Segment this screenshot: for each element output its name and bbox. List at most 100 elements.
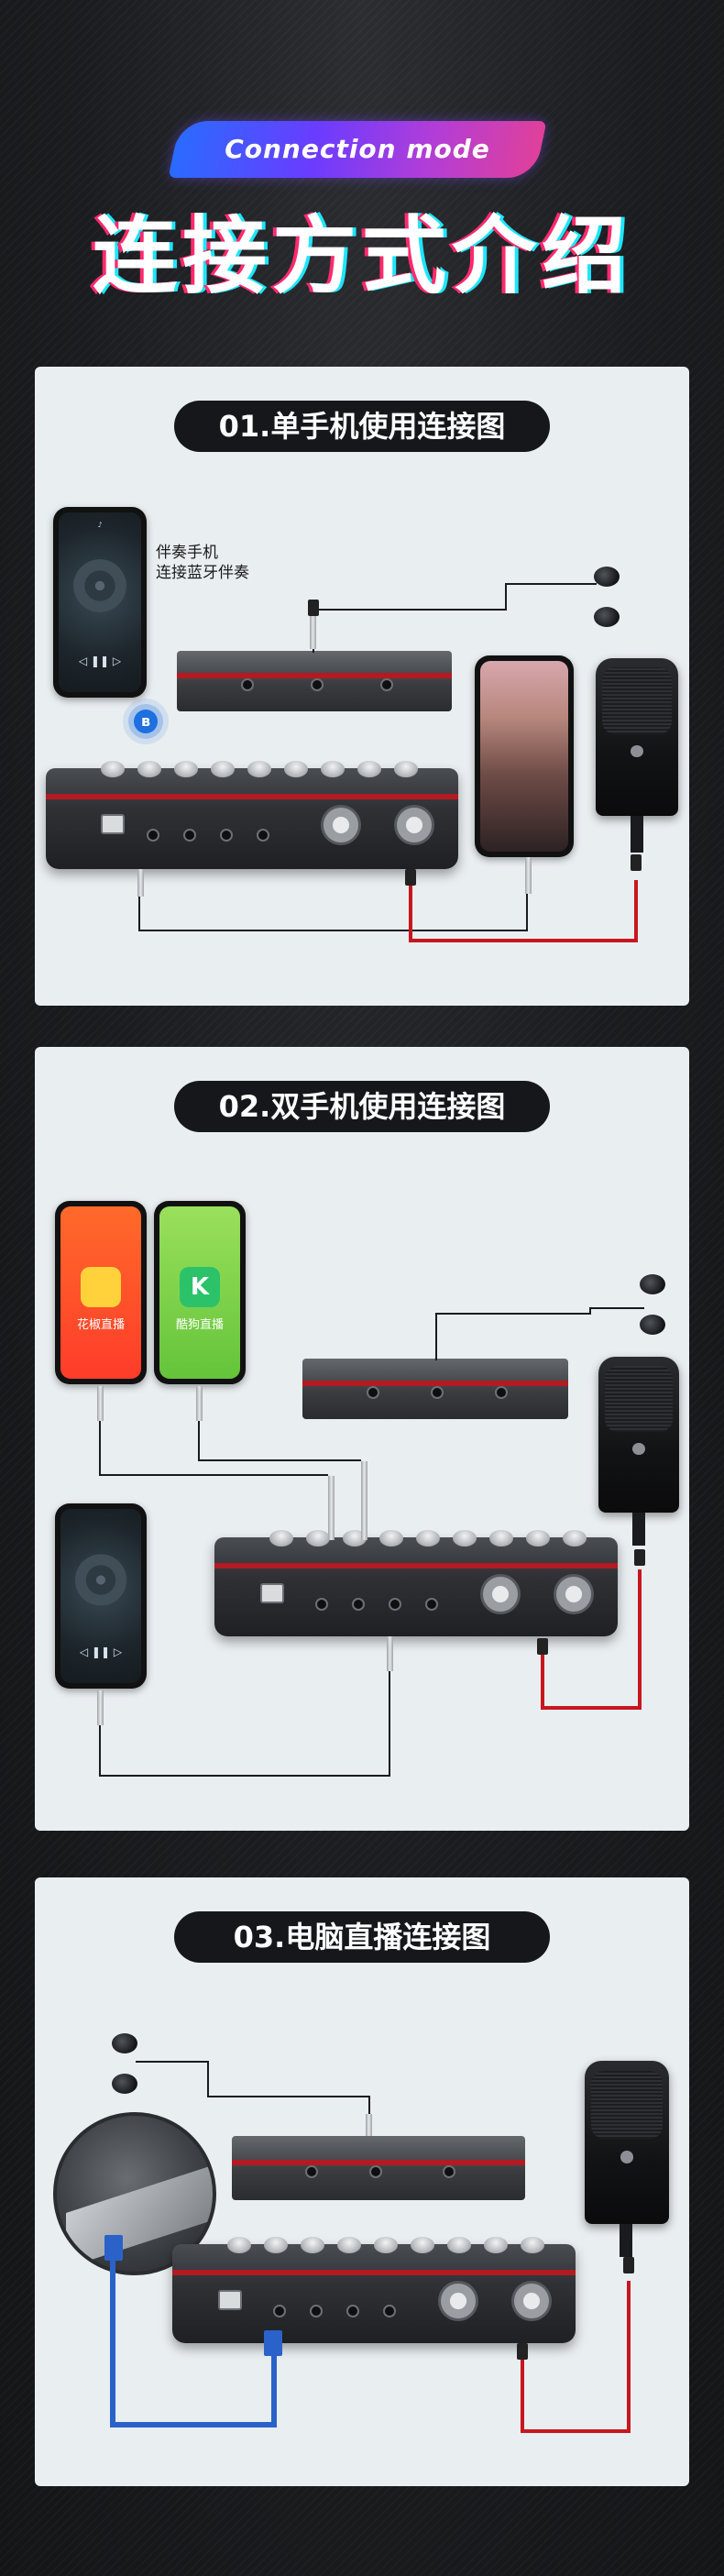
mixer-knob: [306, 1530, 330, 1547]
mic-cable: [521, 2360, 524, 2433]
mixer-red-stripe: [214, 1563, 618, 1569]
mixer-front-panel: [232, 2136, 525, 2200]
mixer-knob: [174, 761, 198, 777]
mic-cable: [409, 886, 412, 942]
mixer-knob: [379, 1530, 403, 1547]
earphone-cable: [207, 2061, 209, 2097]
mixer-front-panel: [177, 651, 452, 711]
live-stream-phone: [475, 655, 574, 857]
mixer-jack: [425, 1598, 438, 1611]
panel-red-stripe: [232, 2160, 525, 2165]
mixer-knob: [411, 2237, 434, 2253]
mixer-knob: [247, 761, 271, 777]
earphone-cable: [589, 1307, 644, 1309]
earphone-cable: [435, 1313, 437, 1360]
album-disc: [73, 558, 126, 612]
player-controls-icon: ◁ ❚❚ ▷: [78, 654, 122, 667]
mic-cable: [541, 1655, 544, 1710]
mixer-knob: [526, 1530, 550, 1547]
earphone-cable: [368, 2096, 370, 2114]
xlr-plug-icon: [634, 1549, 645, 1566]
usb-plug-icon: [104, 2235, 123, 2261]
earphone-plug-tip: [310, 616, 316, 649]
phone-plug: [366, 2114, 372, 2152]
live-phone-kugou: K 酷狗直播: [154, 1201, 246, 1384]
panel-jack: [367, 1386, 379, 1399]
xlr-input-icon: [321, 805, 361, 845]
huajiao-app-label: 花椒直播: [76, 1318, 125, 1332]
section-card-dual-phone: 02.双手机使用连接图 花椒直播 K 酷狗直播 ◁ ❚❚ ▷: [35, 1047, 689, 1831]
live-phone-huajiao: 花椒直播: [55, 1201, 147, 1384]
earphone-right-icon: [640, 1315, 665, 1335]
earphone-cable: [207, 2096, 370, 2097]
mixer-jack: [315, 1598, 328, 1611]
mixer-knob: [321, 761, 345, 777]
mixer-jack: [310, 2305, 323, 2317]
earphone-cable: [136, 2061, 209, 2063]
mic-cable: [521, 2429, 631, 2433]
phone-cable: [99, 1725, 101, 1777]
mixer-knob: [563, 1530, 587, 1547]
mixer-jack: [383, 2305, 396, 2317]
mixer-jack: [257, 829, 269, 842]
mic-grill: [591, 2070, 663, 2140]
panel-jack: [369, 2165, 382, 2178]
xlr-plug-icon: [537, 1638, 548, 1655]
xlr-input-icon: [394, 805, 434, 845]
earphone-plug-icon: [308, 600, 319, 616]
phone-cable: [138, 930, 528, 931]
mixer-jack: [352, 1598, 365, 1611]
xlr-input-icon: [554, 1574, 594, 1614]
player-controls-icon: ◁ ❚❚ ▷: [79, 1646, 123, 1659]
mixer-knob: [447, 2237, 471, 2253]
mixer-knob: [211, 761, 235, 777]
section-card-single-phone: 01.单手机使用连接图 ♪ ◁ ❚❚ ▷ 伴奏手机 连接蓝牙伴奏 ʙ: [35, 367, 689, 1006]
usb-cable: [271, 2354, 277, 2427]
xlr-input-icon: [438, 2281, 478, 2321]
panel-jack-accomp2: [380, 678, 393, 691]
mixer-knob: [453, 1530, 477, 1547]
phone-cable: [99, 1775, 390, 1777]
player-header: ♪: [97, 521, 103, 529]
xlr-plug-icon: [631, 854, 642, 871]
mic-logo-icon: [620, 2150, 634, 2164]
panel-jack-headphone: [241, 678, 254, 691]
sound-card-mixer: [172, 2237, 576, 2343]
page-title: 连接方式介绍: [92, 207, 631, 305]
sound-card-mixer: [46, 761, 458, 869]
mixer-knob: [284, 761, 308, 777]
section-card-computer: 03.电脑直播连接图: [35, 1877, 689, 2486]
condenser-microphone: [585, 2061, 669, 2224]
phone-cable: [526, 894, 528, 930]
mixer-knob: [337, 2237, 361, 2253]
mixer-front-panel: [302, 1359, 568, 1419]
usb-cable: [110, 2261, 115, 2426]
earphone-right-icon: [112, 2074, 137, 2094]
mixer-knob: [484, 2237, 508, 2253]
mixer-jack: [273, 2305, 286, 2317]
mixer-jack: [183, 829, 196, 842]
xlr-plug-icon: [517, 2343, 528, 2360]
usb-port-icon: [101, 814, 125, 834]
phone-plug: [137, 869, 144, 897]
mixer-knob: [301, 2237, 324, 2253]
mic-stand: [632, 1513, 645, 1546]
phone-plug: [525, 857, 532, 894]
panel-red-stripe: [177, 673, 452, 678]
phone-cable: [198, 1421, 200, 1461]
sound-card-mixer: [214, 1530, 618, 1636]
phone-plug: [196, 1386, 203, 1421]
mixer-knob: [269, 1530, 293, 1547]
phone-cable: [99, 1421, 101, 1476]
accompaniment-note: 伴奏手机 连接蓝牙伴奏: [156, 543, 249, 583]
panel-jack: [443, 2165, 455, 2178]
earphone-cable: [435, 1313, 591, 1315]
phone-cable: [389, 1670, 390, 1777]
mic-grill: [605, 1366, 673, 1432]
earphone-cable: [505, 583, 597, 585]
mixer-knob: [521, 2237, 544, 2253]
phone-cable: [99, 1474, 328, 1476]
section-title: 03.电脑直播连接图: [174, 1911, 550, 1963]
earphone-cable: [313, 609, 505, 611]
earphone-right-icon: [594, 607, 620, 627]
